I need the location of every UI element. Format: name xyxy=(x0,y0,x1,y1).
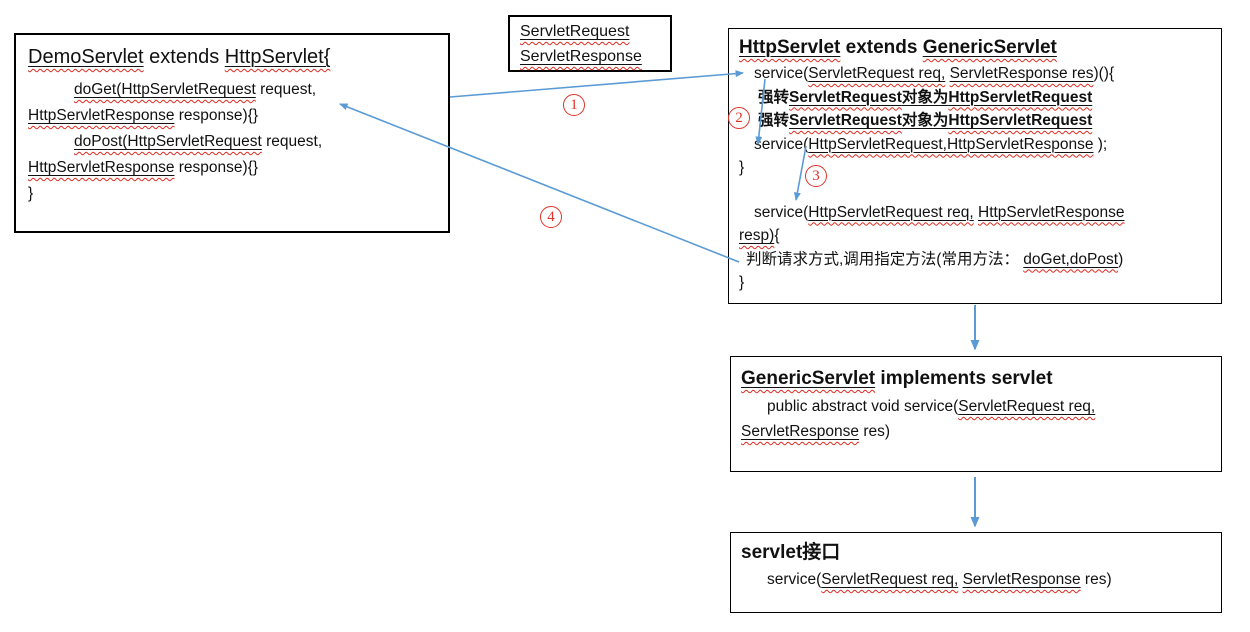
servlet-interface-title: servlet接口 xyxy=(741,542,841,563)
code-line-dopost: doPost(HttpServletRequest request, xyxy=(74,133,323,150)
code-line-doget: doGet(HttpServletRequest request, xyxy=(74,81,317,98)
step-label-1: 1 xyxy=(563,94,585,116)
code-line-dopost-cont: HttpServletResponse response){} xyxy=(28,159,259,176)
code-line-interface-service: service(ServletRequest req, ServletRespo… xyxy=(767,571,1112,588)
code-line-cast-2: 强转ServletRequest对象为HttpServletRequest xyxy=(758,112,1093,129)
code-line-service-call: service(HttpServletRequest,HttpServletRe… xyxy=(754,135,1108,153)
servlet-request-response-box: ServletRequest ServletResponse xyxy=(508,15,672,72)
generic-servlet-title: GenericServlet implements servlet xyxy=(741,368,1053,389)
code-line-cast-1: 强转ServletRequest对象为HttpServletRequest xyxy=(758,88,1093,106)
code-line-abstract-service-cont: ServletResponse res) xyxy=(741,423,891,440)
servlet-request-label: ServletRequest xyxy=(520,23,630,40)
demo-servlet-class-box: DemoServlet extends HttpServlet{ doGet(H… xyxy=(14,33,450,233)
servlet-interface-box: servlet接口 service(ServletRequest req, Se… xyxy=(730,532,1222,613)
http-servlet-title: HttpServlet extends GenericServlet xyxy=(739,37,1057,58)
demo-servlet-title: DemoServlet extends HttpServlet{ xyxy=(28,46,331,68)
code-line-service-http: service(HttpServletRequest req, HttpServ… xyxy=(754,203,1125,221)
generic-servlet-class-box: GenericServlet implements servlet public… xyxy=(730,356,1222,472)
code-line-abstract-service: public abstract void service(ServletRequ… xyxy=(767,398,1096,415)
code-line-doget-cont: HttpServletResponse response){} xyxy=(28,107,259,124)
step-label-4: 4 xyxy=(540,206,562,228)
code-line-brace-1: } xyxy=(739,159,745,176)
step-label-2: 2 xyxy=(728,107,750,129)
step-label-3: 3 xyxy=(805,165,827,187)
code-line-closing-brace: } xyxy=(28,185,34,202)
code-line-service-generic: service(ServletRequest req, ServletRespo… xyxy=(754,65,1115,82)
code-line-dispatch-comment: 判断请求方式,调用指定方法(常用方法： doGet,doPost) xyxy=(746,250,1124,268)
code-line-resp: resp){ xyxy=(739,227,780,244)
arrow-1-demo-to-httpservlet xyxy=(449,70,744,98)
servlet-response-label: ServletResponse xyxy=(520,48,642,65)
code-line-brace-2: } xyxy=(739,274,745,291)
http-servlet-class-box: HttpServlet extends GenericServlet servi… xyxy=(728,28,1222,304)
